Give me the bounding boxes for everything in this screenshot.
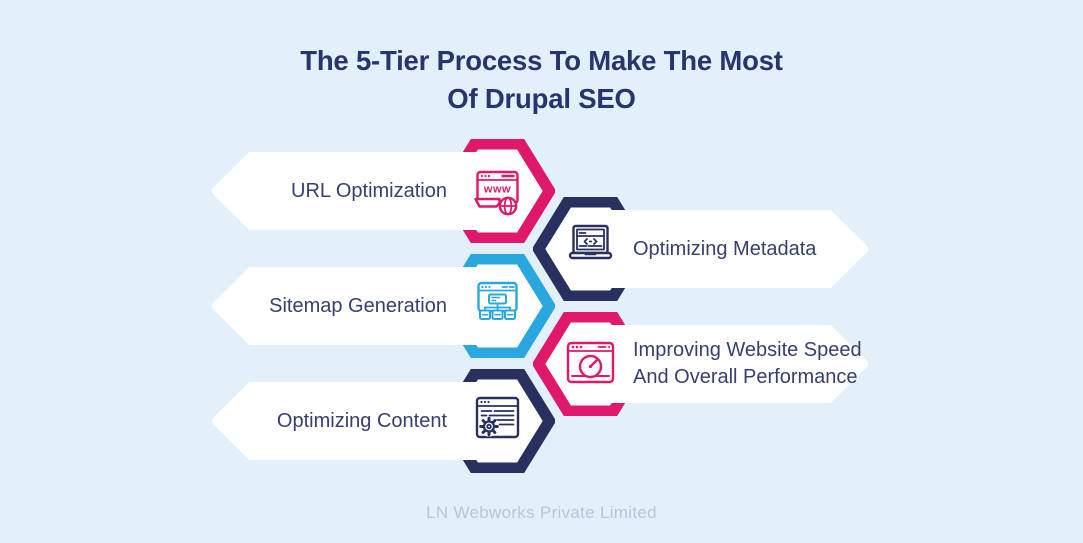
- document-gear-icon: [475, 396, 520, 439]
- tier-label-line1: Improving Website Speed: [633, 339, 862, 361]
- tier-url-optimization: www URL Optimization: [212, 139, 555, 243]
- tier-label: Optimizing Metadata: [633, 237, 817, 260]
- laptop-code-icon: [568, 224, 613, 260]
- speedometer-icon: [566, 341, 615, 384]
- banner-shape: [571, 210, 868, 288]
- tier-label-line2: And Overall Performance: [633, 366, 858, 388]
- banner-shape: [212, 267, 510, 345]
- tier-label: Sitemap Generation: [269, 294, 447, 317]
- tier-label: Optimizing Content: [276, 409, 447, 432]
- tier-optimizing-content: Optimizing Content: [212, 369, 555, 473]
- banner-shape: [571, 325, 868, 403]
- page-title-line1: The 5-Tier Process To Make The Most: [300, 45, 783, 76]
- footer-credit: LN Webworks Private Limited: [426, 503, 657, 522]
- banner-shape: [212, 152, 510, 230]
- svg-text:www: www: [483, 184, 511, 196]
- sitemap-tree-icon: [477, 281, 518, 320]
- tier-label: URL Optimization: [291, 179, 447, 202]
- tier-label: Improving Website Speed And Overall Perf…: [633, 326, 865, 402]
- page-title-line2: Of Drupal SEO: [447, 83, 636, 114]
- url-browser-globe-icon: www: [474, 170, 519, 216]
- tier-sitemap-generation: Sitemap Generation: [212, 254, 555, 358]
- tier-optimizing-metadata: Optimizing Metadata: [533, 197, 868, 301]
- page-title: The 5-Tier Process To Make The Most Of D…: [0, 42, 1083, 118]
- tier-website-speed: Improving Website Speed And Overall Perf…: [533, 312, 868, 416]
- banner-shape: [212, 382, 510, 460]
